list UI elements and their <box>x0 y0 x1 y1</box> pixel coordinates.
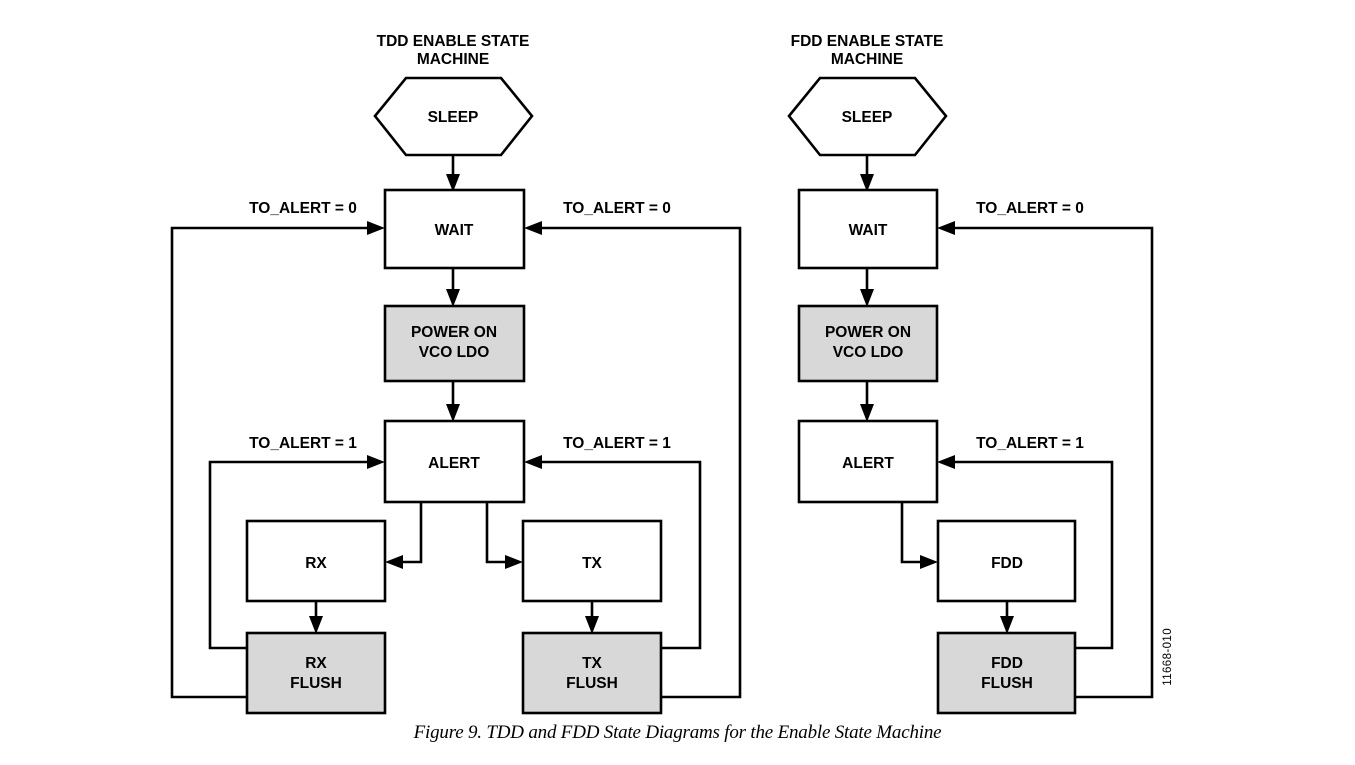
tdd-edge-sleep-to-wait <box>446 156 460 192</box>
fdd-edge-fdd-flush-to-alert <box>937 455 1114 650</box>
tdd-state-tx-flush-label-line2: FLUSH <box>566 675 618 692</box>
fdd-state-power-on-label-line2: VCO LDO <box>833 344 904 361</box>
tdd-state-rx-flush-label-line1: RX <box>305 655 327 672</box>
tdd-state-sleep[interactable]: SLEEP <box>373 76 534 157</box>
fdd-state-fdd-label: FDD <box>991 555 1023 572</box>
fdd-state-fdd-flush-label-line2: FLUSH <box>981 675 1033 692</box>
tdd-state-alert-label: ALERT <box>428 455 480 472</box>
tdd-edge-tx-to-tx-flush <box>585 601 599 634</box>
fdd-title-line2: MACHINE <box>831 51 903 68</box>
tdd-edge-tx-flush-to-alert <box>524 455 702 650</box>
tdd-state-power-on-label-line2: VCO LDO <box>419 344 490 361</box>
tdd-edge-alert-to-tx <box>485 502 523 569</box>
tdd-state-tx-label: TX <box>582 555 602 572</box>
fdd-label-right-alert: TO_ALERT = 1 <box>976 435 1084 452</box>
fdd-edge-wait-to-power-on <box>860 268 874 307</box>
figure-caption: Figure 9. TDD and FDD State Diagrams for… <box>413 722 942 743</box>
fdd-state-wait[interactable]: WAIT <box>797 188 939 270</box>
tdd-state-power-on-vco-ldo[interactable]: POWER ON VCO LDO <box>383 304 526 383</box>
tdd-label-right-alert: TO_ALERT = 1 <box>563 435 671 452</box>
fdd-state-sleep[interactable]: SLEEP <box>787 76 948 157</box>
tdd-state-rx[interactable]: RX <box>245 519 387 603</box>
tdd-title-line1: TDD ENABLE STATE <box>377 33 530 50</box>
tdd-edge-rx-flush-to-alert <box>208 455 385 650</box>
fdd-state-alert[interactable]: ALERT <box>797 419 939 504</box>
fdd-state-sleep-label: SLEEP <box>842 109 893 126</box>
fdd-edge-alert-to-fdd <box>900 502 938 569</box>
tdd-state-rx-flush-label-line2: FLUSH <box>290 675 342 692</box>
fdd-state-power-on-vco-ldo[interactable]: POWER ON VCO LDO <box>797 304 939 383</box>
tdd-state-wait-label: WAIT <box>435 222 474 239</box>
tdd-state-tx-flush[interactable]: TX FLUSH <box>521 631 663 715</box>
tdd-state-rx-label: RX <box>305 555 327 572</box>
tdd-label-left-wait: TO_ALERT = 0 <box>249 200 357 217</box>
fdd-state-fdd-flush[interactable]: FDD FLUSH <box>936 631 1077 715</box>
fdd-label-right-wait: TO_ALERT = 0 <box>976 200 1084 217</box>
fdd-edge-sleep-to-wait <box>860 156 874 192</box>
tdd-state-tx-flush-label-line1: TX <box>582 655 602 672</box>
tdd-state-sleep-label: SLEEP <box>428 109 479 126</box>
fdd-edge-fdd-flush-to-wait <box>937 221 1154 699</box>
tdd-label-right-wait: TO_ALERT = 0 <box>563 200 671 217</box>
fdd-title-line1: FDD ENABLE STATE <box>791 33 944 50</box>
fdd-edge-power-on-to-alert <box>860 380 874 422</box>
fdd-state-alert-label: ALERT <box>842 455 894 472</box>
tdd-state-rx-flush[interactable]: RX FLUSH <box>245 631 387 715</box>
fdd-edge-fdd-to-fdd-flush <box>1000 601 1014 634</box>
fdd-state-power-on-label-line1: POWER ON <box>825 324 911 341</box>
tdd-state-wait[interactable]: WAIT <box>383 188 526 270</box>
tdd-edge-wait-to-power-on <box>446 268 460 307</box>
tdd-state-alert[interactable]: ALERT <box>383 419 526 504</box>
tdd-state-tx[interactable]: TX <box>521 519 663 603</box>
fdd-state-fdd-flush-label-line1: FDD <box>991 655 1023 672</box>
tdd-state-power-on-label-line1: POWER ON <box>411 324 497 341</box>
tdd-edge-rx-flush-to-wait <box>170 221 385 699</box>
fdd-state-wait-label: WAIT <box>849 222 888 239</box>
tdd-label-left-alert: TO_ALERT = 1 <box>249 435 357 452</box>
fdd-state-fdd[interactable]: FDD <box>936 519 1077 603</box>
tdd-edge-power-on-to-alert <box>446 380 460 422</box>
tdd-edge-rx-to-rx-flush <box>309 601 323 634</box>
tdd-edge-alert-to-rx <box>385 502 423 569</box>
tdd-edge-tx-flush-to-wait <box>524 221 742 699</box>
tdd-title-line2: MACHINE <box>417 51 489 68</box>
figure-side-code: 11668-010 <box>1162 628 1174 686</box>
